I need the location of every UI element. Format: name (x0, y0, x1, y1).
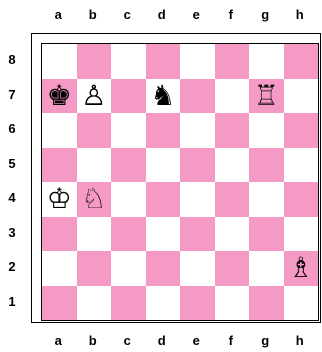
square-h8[interactable] (284, 44, 319, 79)
square-b7[interactable]: ♙ (77, 79, 112, 114)
top-file-label-f: f (214, 7, 249, 22)
square-c2[interactable] (111, 251, 146, 286)
square-h6[interactable] (284, 113, 319, 148)
bottom-file-label-e: e (179, 333, 214, 348)
square-e5[interactable] (180, 148, 215, 183)
square-g8[interactable] (249, 44, 284, 79)
square-b6[interactable] (77, 113, 112, 148)
top-file-label-c: c (110, 7, 145, 22)
square-d1[interactable] (146, 286, 181, 321)
square-f2[interactable] (215, 251, 250, 286)
square-a6[interactable] (42, 113, 77, 148)
square-h7[interactable] (284, 79, 319, 114)
white-knight-icon[interactable]: ♘ (81, 185, 106, 213)
bottom-file-label-b: b (76, 333, 111, 348)
square-e3[interactable] (180, 217, 215, 252)
rank-label-7: 7 (4, 87, 20, 102)
square-c8[interactable] (111, 44, 146, 79)
square-a1[interactable] (42, 286, 77, 321)
square-a5[interactable] (42, 148, 77, 183)
square-a2[interactable] (42, 251, 77, 286)
square-a4[interactable]: ♔ (42, 182, 77, 217)
white-bishop-icon[interactable]: ♗ (288, 254, 313, 282)
square-f6[interactable] (215, 113, 250, 148)
rank-label-1: 1 (4, 294, 20, 309)
black-king-icon[interactable]: ♚ (47, 82, 72, 110)
bottom-file-label-h: h (283, 333, 318, 348)
chess-board: ♚ ♙ ♞ ♖ ♔ ♘ ♗ (41, 43, 319, 321)
square-b1[interactable] (77, 286, 112, 321)
square-d4[interactable] (146, 182, 181, 217)
square-h5[interactable] (284, 148, 319, 183)
square-g6[interactable] (249, 113, 284, 148)
rank-label-6: 6 (4, 121, 20, 136)
square-b5[interactable] (77, 148, 112, 183)
square-a7[interactable]: ♚ (42, 79, 77, 114)
white-rook-icon[interactable]: ♖ (254, 82, 279, 110)
square-f4[interactable] (215, 182, 250, 217)
square-d2[interactable] (146, 251, 181, 286)
square-c3[interactable] (111, 217, 146, 252)
square-d6[interactable] (146, 113, 181, 148)
top-file-label-g: g (248, 7, 283, 22)
black-knight-icon[interactable]: ♞ (150, 82, 175, 110)
bottom-file-label-f: f (214, 333, 249, 348)
top-file-label-a: a (41, 7, 76, 22)
rank-label-3: 3 (4, 225, 20, 240)
square-e8[interactable] (180, 44, 215, 79)
square-d7[interactable]: ♞ (146, 79, 181, 114)
square-e2[interactable] (180, 251, 215, 286)
square-g1[interactable] (249, 286, 284, 321)
square-b2[interactable] (77, 251, 112, 286)
rank-label-4: 4 (4, 190, 20, 205)
square-g2[interactable] (249, 251, 284, 286)
square-d3[interactable] (146, 217, 181, 252)
bottom-file-label-d: d (145, 333, 180, 348)
bottom-file-label-g: g (248, 333, 283, 348)
square-b3[interactable] (77, 217, 112, 252)
square-c4[interactable] (111, 182, 146, 217)
white-king-icon[interactable]: ♔ (47, 185, 72, 213)
square-a3[interactable] (42, 217, 77, 252)
rank-label-2: 2 (4, 259, 20, 274)
square-h3[interactable] (284, 217, 319, 252)
square-d8[interactable] (146, 44, 181, 79)
square-c6[interactable] (111, 113, 146, 148)
top-file-label-b: b (76, 7, 111, 22)
square-c5[interactable] (111, 148, 146, 183)
bottom-file-label-a: a (41, 333, 76, 348)
square-c1[interactable] (111, 286, 146, 321)
square-b8[interactable] (77, 44, 112, 79)
square-e4[interactable] (180, 182, 215, 217)
bottom-file-label-c: c (110, 333, 145, 348)
square-b4[interactable]: ♘ (77, 182, 112, 217)
rank-label-5: 5 (4, 156, 20, 171)
square-e7[interactable] (180, 79, 215, 114)
square-f5[interactable] (215, 148, 250, 183)
top-file-label-d: d (145, 7, 180, 22)
square-c7[interactable] (111, 79, 146, 114)
square-f1[interactable] (215, 286, 250, 321)
square-h4[interactable] (284, 182, 319, 217)
square-a8[interactable] (42, 44, 77, 79)
square-f8[interactable] (215, 44, 250, 79)
square-h1[interactable] (284, 286, 319, 321)
square-g7[interactable]: ♖ (249, 79, 284, 114)
white-pawn-icon[interactable]: ♙ (81, 82, 106, 110)
square-f7[interactable] (215, 79, 250, 114)
square-d5[interactable] (146, 148, 181, 183)
square-g5[interactable] (249, 148, 284, 183)
square-f3[interactable] (215, 217, 250, 252)
square-g4[interactable] (249, 182, 284, 217)
square-e1[interactable] (180, 286, 215, 321)
top-file-label-h: h (283, 7, 318, 22)
rank-label-8: 8 (4, 52, 20, 67)
square-g3[interactable] (249, 217, 284, 252)
square-e6[interactable] (180, 113, 215, 148)
square-h2[interactable]: ♗ (284, 251, 319, 286)
top-file-label-e: e (179, 7, 214, 22)
